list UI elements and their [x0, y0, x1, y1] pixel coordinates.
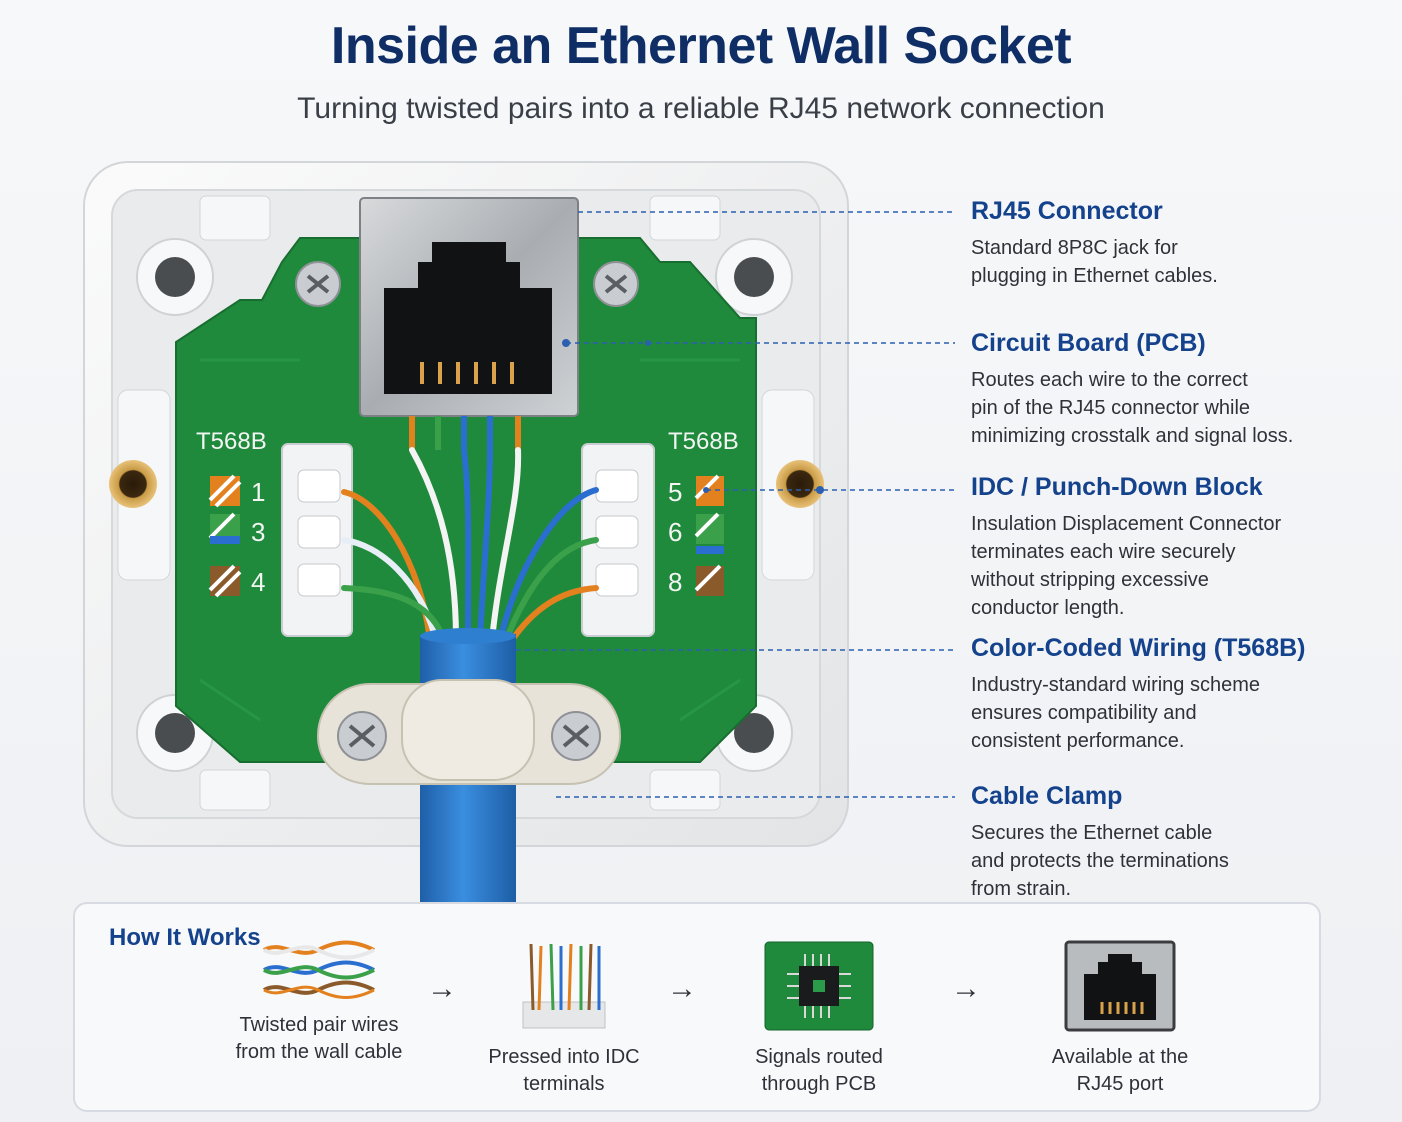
page-subtitle: Turning twisted pairs into a reliable RJ… [297, 92, 1105, 125]
callout-title: IDC / Punch-Down Block [971, 473, 1263, 501]
pcb-chip-icon [764, 941, 874, 1031]
callout-circuit-board: Circuit Board (PCB) Routes each wire to … [971, 328, 1391, 450]
rj45-port-icon [1064, 940, 1176, 1032]
callout-desc-line: minimizing crosstalk and signal loss. [971, 425, 1294, 447]
step-caption: Available at the [1051, 1046, 1189, 1068]
callout-leader-lines [516, 211, 955, 798]
callout-cable-clamp: Cable Clamp Secures the Ethernet cable a… [971, 781, 1391, 903]
callout-desc-line: from strain. [971, 878, 1072, 900]
pin-number: 6 [668, 517, 683, 547]
step-caption: through PCB [761, 1073, 877, 1095]
callout-title: Cable Clamp [971, 782, 1123, 810]
callout-desc-line: and protects the terminations [971, 850, 1229, 872]
callout-desc-line: Industry-standard wiring scheme [971, 674, 1261, 696]
step-twisted-pair: Twisted pair wires from the wall cable [209, 940, 429, 1066]
twisted-pair-wires [341, 447, 599, 643]
pin-number: 4 [251, 567, 266, 597]
how-it-works-panel: How It Works Twisted pair wires from the… [73, 902, 1321, 1112]
twisted-pair-icon [263, 940, 375, 999]
callout-desc-line: pin of the RJ45 connector while [971, 397, 1251, 419]
pin-number: 3 [251, 517, 266, 547]
screw-icon [295, 261, 639, 307]
step-caption: Pressed into IDC [488, 1046, 640, 1068]
step-rj45-port: Available at the RJ45 port [1015, 940, 1225, 1098]
how-it-works-title: How It Works [109, 924, 261, 951]
idc-block-left [281, 443, 353, 637]
callout-desc-line: terminates each wire securely [971, 541, 1236, 563]
step-caption: RJ45 port [1076, 1073, 1164, 1095]
arrow-icon: → [667, 972, 697, 1005]
step-caption: Twisted pair wires [239, 1014, 399, 1036]
callout-desc-line: plugging in Ethernet cables. [971, 265, 1218, 287]
step-caption: Signals routed [755, 1046, 883, 1068]
pin-number: 1 [251, 477, 266, 507]
callout-desc-line: conductor length. [971, 597, 1125, 619]
block-label-left: T568B [196, 428, 267, 455]
block-label-right: T568B [668, 428, 739, 455]
callout-desc-line: without stripping excessive [971, 569, 1209, 591]
step-pcb-routing: Signals routed through PCB [721, 940, 917, 1098]
step-caption: terminals [523, 1073, 605, 1095]
callout-desc-line: consistent performance. [971, 730, 1185, 752]
cable-clamp [316, 679, 622, 785]
page-title: Inside an Ethernet Wall Socket [330, 17, 1072, 75]
callout-idc-block: IDC / Punch-Down Block Insulation Displa… [971, 472, 1391, 622]
callout-desc-line: Standard 8P8C jack for [971, 237, 1178, 259]
wire-color-swatches [208, 474, 724, 598]
callout-title: RJ45 Connector [971, 197, 1163, 225]
callout-desc-line: Insulation Displacement Connector [971, 513, 1282, 535]
step-idc-terminals: Pressed into IDC terminals [471, 940, 657, 1098]
callout-desc-line: ensures compatibility and [971, 702, 1197, 724]
pin-number: 8 [668, 567, 683, 597]
callout-color-coded-wiring: Color-Coded Wiring (T568B) Industry-stan… [971, 633, 1391, 755]
callout-rj45-connector: RJ45 Connector Standard 8P8C jack for pl… [971, 196, 1391, 290]
idc-block-right [581, 443, 655, 637]
rj45-jack [359, 197, 579, 417]
pin-number: 5 [668, 477, 683, 507]
arrow-icon: → [427, 972, 457, 1005]
callout-desc-line: Secures the Ethernet cable [971, 822, 1213, 844]
callout-title: Color-Coded Wiring (T568B) [971, 634, 1306, 662]
callout-desc-line: Routes each wire to the correct [971, 369, 1248, 391]
idc-terminal-icon [522, 943, 606, 1029]
callout-title: Circuit Board (PCB) [971, 329, 1206, 357]
step-caption: from the wall cable [235, 1041, 403, 1063]
arrow-icon: → [951, 972, 981, 1005]
